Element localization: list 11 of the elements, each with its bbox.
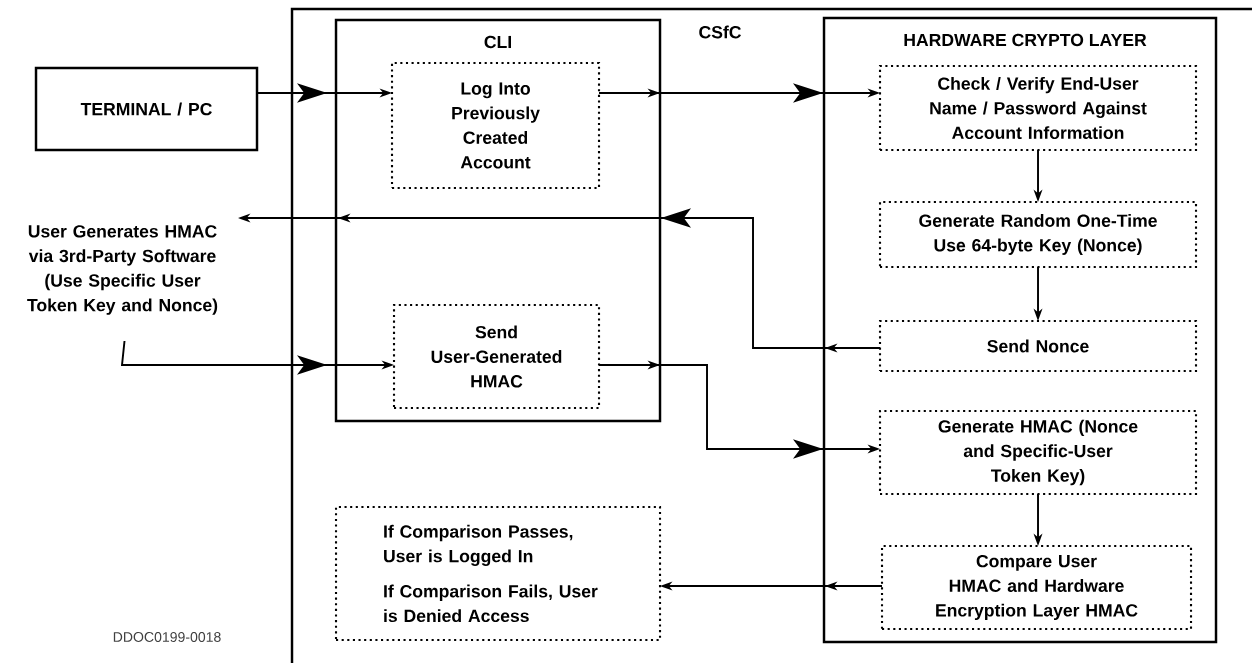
- process-box: Generate HMAC (Nonce and Specific-User Token Key): [878, 409, 1198, 496]
- result-box: If Comparison Passes, User is Logged In If Comparison Fails, User is Denied Access: [334, 505, 662, 642]
- process-box: Log Into Previously Created Account: [390, 61, 601, 190]
- process-box: Send User-Generated HMAC: [392, 303, 601, 410]
- process-box: Send Nonce: [878, 319, 1198, 373]
- process-box: Compare User HMAC and Hardware Encryption Layer HMAC: [880, 544, 1193, 631]
- process-box: Generate Random One-Time Use 64-byte Key (Nonce): [878, 200, 1198, 269]
- document-number: DDOC0199-0018: [113, 632, 221, 642]
- note-text: User Generates HMAC via 3rd-Party Software (Use Specific User Token Key and Nonce): [27, 225, 218, 315]
- terminal-box: TERMINAL / PC: [34, 66, 259, 152]
- process-box: Check / Verify End-User Name / Password Against Account Information: [878, 64, 1198, 152]
